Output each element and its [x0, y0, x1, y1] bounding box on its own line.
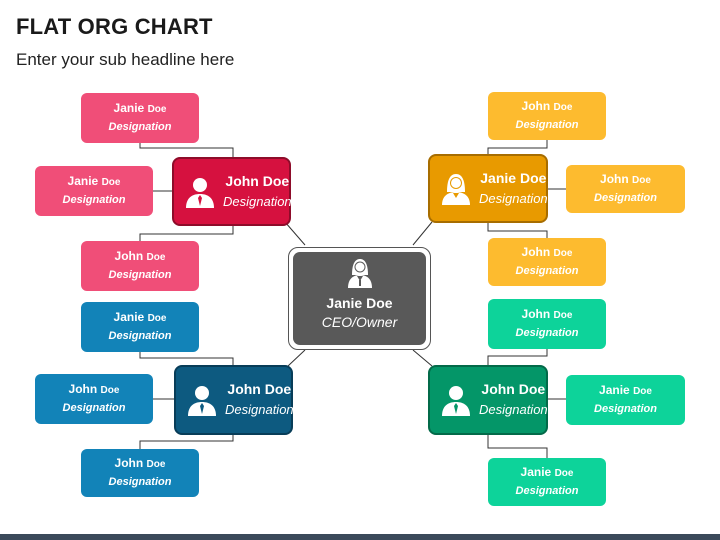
manager-designation: Designation — [223, 193, 292, 209]
report-box: John Doe Designation — [488, 92, 606, 140]
female-person-icon — [347, 259, 372, 288]
report-box: John Doe Designation — [566, 165, 685, 213]
report-first-name: John — [114, 456, 144, 470]
report-box: Janie Doe Designation — [566, 375, 685, 425]
report-name: John Doe — [69, 381, 120, 399]
report-first-name: John — [521, 245, 551, 259]
manager-first-name: John — [227, 381, 261, 397]
manager-first-name: John — [225, 172, 259, 189]
report-designation: Designation — [594, 192, 657, 204]
report-last-name: Doe — [553, 102, 573, 113]
manager-last-name: Doe — [264, 381, 292, 397]
report-last-name: Doe — [146, 459, 166, 470]
report-designation: Designation — [515, 327, 579, 339]
report-name: John Doe — [115, 455, 166, 473]
report-box: Janie Doe Designation — [488, 458, 606, 506]
manager-name: John Doe — [481, 379, 545, 399]
ceo-name: Janie Doe — [326, 294, 392, 312]
report-first-name: John — [521, 99, 551, 113]
report-designation: Designation — [515, 485, 579, 497]
report-last-name: Doe — [633, 386, 652, 397]
manager-box-green: John Doe Designation — [428, 365, 548, 435]
report-box: John Doe Designation — [81, 449, 199, 497]
report-designation: Designation — [108, 476, 172, 488]
report-name: Janie Doe — [521, 464, 574, 482]
report-first-name: Janie — [599, 383, 630, 397]
manager-last-name: Doe — [262, 172, 290, 189]
page-title: FLAT ORG CHART — [16, 14, 213, 39]
manager-last-name: Doe — [519, 169, 547, 186]
ceo-first-name: Janie — [326, 295, 363, 311]
report-box: Janie Doe Designation — [35, 166, 153, 216]
ceo-box: Janie Doe CEO/Owner — [293, 252, 426, 345]
report-first-name: John — [600, 172, 629, 186]
report-last-name: Doe — [100, 385, 120, 396]
report-designation: Designation — [108, 330, 172, 342]
manager-box-blue: John Doe Designation — [174, 365, 294, 435]
report-box: John Doe Designation — [81, 241, 199, 291]
male-person-icon — [188, 386, 216, 416]
report-last-name: Doe — [632, 175, 651, 186]
report-name: Janie Doe — [114, 309, 167, 327]
report-first-name: John — [521, 307, 551, 321]
manager-name: John Doe — [225, 171, 289, 191]
footer-bar — [0, 534, 720, 540]
manager-first-name: John — [481, 381, 515, 397]
report-name: John Doe — [522, 306, 573, 324]
manager-designation: Designation — [225, 402, 294, 417]
report-name: Janie Doe — [599, 382, 652, 400]
report-name: John Doe — [600, 171, 651, 189]
report-designation: Designation — [62, 402, 126, 414]
report-first-name: John — [68, 382, 98, 396]
male-person-icon — [186, 177, 214, 208]
male-person-icon — [442, 386, 470, 416]
report-designation: Designation — [594, 403, 657, 415]
report-last-name: Doe — [553, 310, 573, 321]
report-box: John Doe Designation — [35, 374, 153, 424]
report-first-name: Janie — [113, 101, 145, 115]
report-first-name: Janie — [113, 310, 145, 324]
report-designation: Designation — [62, 194, 126, 206]
manager-name: John Doe — [227, 379, 291, 399]
report-first-name: John — [114, 249, 144, 263]
report-name: John Doe — [115, 248, 166, 266]
report-name: Janie Doe — [68, 173, 121, 191]
report-first-name: Janie — [520, 465, 552, 479]
manager-last-name: Doe — [518, 381, 546, 397]
report-designation: Designation — [515, 265, 579, 277]
female-person-icon — [442, 173, 470, 205]
manager-designation: Designation — [479, 402, 548, 417]
report-first-name: Janie — [67, 174, 99, 188]
report-last-name: Doe — [146, 252, 166, 263]
report-last-name: Doe — [553, 248, 573, 259]
report-last-name: Doe — [554, 468, 574, 479]
report-designation: Designation — [108, 269, 172, 281]
report-last-name: Doe — [147, 104, 167, 115]
report-designation: Designation — [108, 121, 172, 133]
manager-designation: Designation — [479, 190, 548, 206]
report-box: John Doe Designation — [488, 238, 606, 286]
ceo-designation: CEO/Owner — [321, 314, 398, 330]
report-last-name: Doe — [147, 313, 167, 324]
report-box: John Doe Designation — [488, 299, 606, 349]
report-name: John Doe — [522, 98, 573, 116]
report-name: John Doe — [522, 244, 573, 262]
manager-box-orange: Janie Doe Designation — [428, 154, 548, 223]
report-last-name: Doe — [101, 177, 121, 188]
ceo-last-name: Doe — [366, 295, 393, 311]
manager-name: Janie Doe — [480, 168, 546, 188]
manager-first-name: Janie — [480, 169, 517, 186]
report-box: Janie Doe Designation — [81, 93, 199, 143]
manager-box-red: John Doe Designation — [172, 157, 292, 226]
report-name: Janie Doe — [114, 100, 167, 118]
report-box: Janie Doe Designation — [81, 302, 199, 352]
page-subtitle: Enter your sub headline here — [16, 50, 235, 69]
report-designation: Designation — [515, 119, 579, 131]
